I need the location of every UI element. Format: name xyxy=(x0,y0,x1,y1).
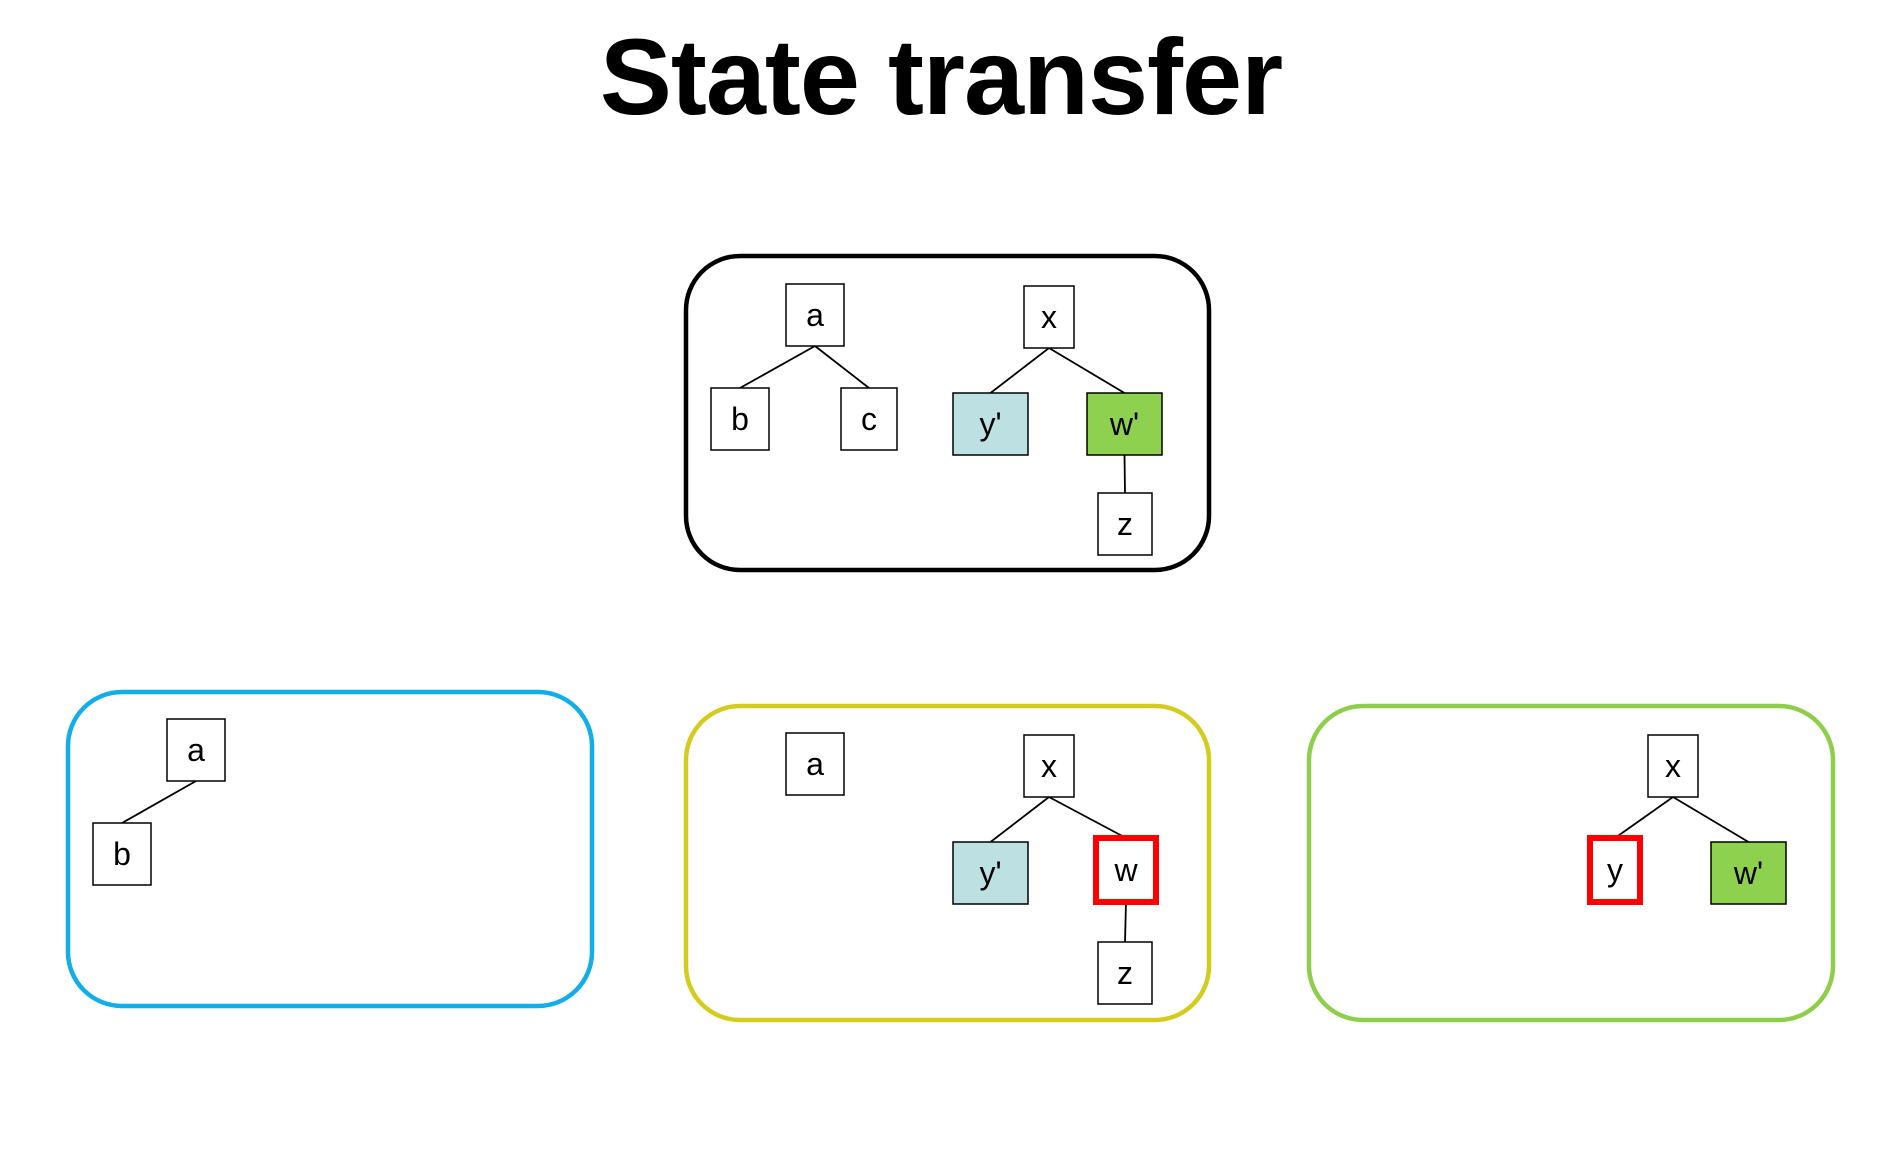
node-box-yellow-w xyxy=(1093,835,1159,905)
node-label-top-w: w' xyxy=(1109,406,1139,442)
node-top-a: a xyxy=(785,283,845,347)
node-blue-a: a xyxy=(166,718,226,782)
edge-green-x-w xyxy=(1672,796,1749,843)
node-box-top-b xyxy=(710,387,770,451)
node-box-top-x xyxy=(1023,285,1075,349)
node-green-x: x xyxy=(1647,734,1699,798)
node-box-yellow-y xyxy=(952,841,1029,905)
node-top-z: z xyxy=(1097,492,1153,556)
node-label-green-w: w' xyxy=(1733,855,1763,891)
panel-frame-green xyxy=(1306,703,1836,1023)
node-yellow-z: z xyxy=(1097,941,1153,1005)
node-blue-b: b xyxy=(92,822,152,886)
node-label-blue-b: b xyxy=(113,836,131,872)
panel-top: a b c x y' w' z xyxy=(683,253,1212,573)
node-top-b: b xyxy=(710,387,770,451)
node-box-yellow-z xyxy=(1097,941,1153,1005)
panel-blue: ab xyxy=(65,689,595,1009)
node-green-y: y xyxy=(1587,835,1643,905)
edge-yellow-x-y xyxy=(989,796,1050,843)
node-box-green-w xyxy=(1710,841,1787,905)
node-top-x: x xyxy=(1023,285,1075,349)
panel-yellow: a x y' w z xyxy=(683,703,1212,1023)
node-box-top-a xyxy=(785,283,845,347)
panel-frame-blue xyxy=(65,689,595,1009)
node-yellow-y: y' xyxy=(952,841,1029,905)
node-label-green-y: y xyxy=(1607,852,1623,888)
node-box-top-w xyxy=(1086,392,1163,456)
edge-top-w-z xyxy=(1123,454,1126,494)
node-box-yellow-a xyxy=(785,732,845,796)
edge-yellow-w-z xyxy=(1124,901,1127,943)
node-green-w: w' xyxy=(1710,841,1787,905)
diagram-title: State transfer xyxy=(599,16,1283,137)
edge-top-x-w xyxy=(1048,347,1125,394)
node-yellow-w: w xyxy=(1093,835,1159,905)
node-box-yellow-x xyxy=(1023,734,1075,798)
node-box-top-y xyxy=(952,392,1029,456)
node-top-y: y' xyxy=(952,392,1029,456)
node-label-top-b: b xyxy=(731,401,749,437)
node-yellow-x: x xyxy=(1023,734,1075,798)
node-label-yellow-x: x xyxy=(1041,748,1057,784)
node-label-top-c: c xyxy=(861,401,877,437)
node-label-top-x: x xyxy=(1041,299,1057,335)
node-label-yellow-y: y' xyxy=(979,855,1001,891)
node-label-yellow-a: a xyxy=(806,746,824,782)
node-box-blue-b xyxy=(92,822,152,886)
panel-green: x y w' xyxy=(1306,703,1836,1023)
node-label-top-a: a xyxy=(806,297,824,333)
node-label-top-z: z xyxy=(1117,506,1133,542)
edge-green-x-y xyxy=(1614,796,1674,839)
panel-frame-yellow xyxy=(683,703,1212,1023)
node-label-blue-a: a xyxy=(187,732,205,768)
edge-top-a-b xyxy=(739,345,816,389)
edge-yellow-x-w xyxy=(1048,796,1127,839)
panel-frame-top xyxy=(683,253,1212,573)
node-top-w: w' xyxy=(1086,392,1163,456)
node-box-green-y xyxy=(1587,835,1643,905)
node-label-top-y: y' xyxy=(979,406,1001,442)
node-box-top-z xyxy=(1097,492,1153,556)
node-label-yellow-w: w xyxy=(1113,852,1138,888)
edge-blue-a-b xyxy=(121,780,197,824)
node-box-green-x xyxy=(1647,734,1699,798)
edge-top-a-c xyxy=(814,345,870,389)
edge-top-x-y xyxy=(989,347,1050,394)
node-yellow-a: a xyxy=(785,732,845,796)
node-top-c: c xyxy=(840,387,898,451)
node-box-blue-a xyxy=(166,718,226,782)
node-label-green-x: x xyxy=(1665,748,1681,784)
node-label-yellow-z: z xyxy=(1117,955,1133,991)
node-box-top-c xyxy=(840,387,898,451)
